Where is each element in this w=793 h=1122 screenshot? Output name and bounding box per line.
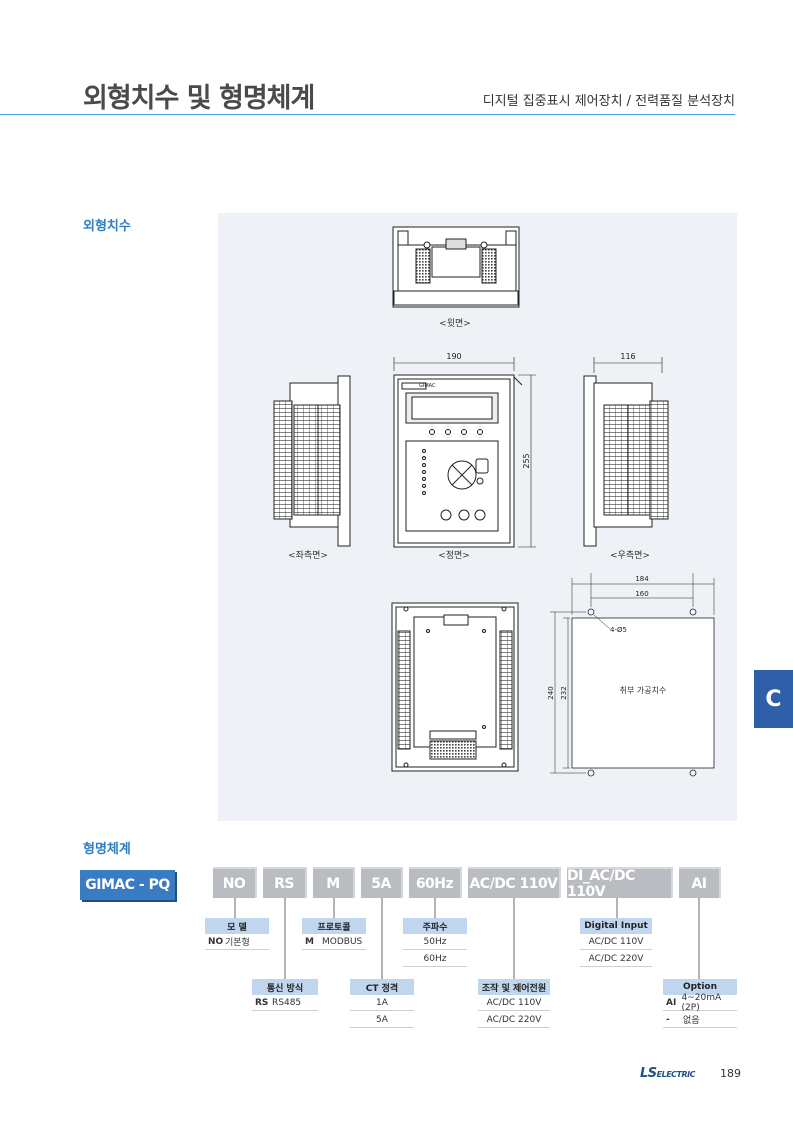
front-height-dim: 255	[522, 453, 531, 468]
legend-comm-head: 통신 방식	[252, 979, 318, 995]
rear-view	[391, 602, 519, 772]
top-view-label: <윗면>	[439, 318, 471, 329]
chapter-tab: C	[754, 670, 793, 728]
page-subtitle: 디지털 집중표시 제어장치 / 전력품질 분석장치	[482, 94, 735, 109]
legend-ct-head: CT 정격	[350, 979, 414, 995]
right-side-view	[583, 375, 669, 547]
device-brand-text: GIMAC	[419, 383, 436, 389]
code-box-digital-input: DI_AC/DC 110V	[567, 867, 673, 900]
title-divider	[0, 114, 735, 115]
legend-frequency-head: 주파수	[403, 918, 467, 934]
legend-model-head: 모 델	[205, 918, 269, 934]
left-view-label: <좌측면>	[288, 550, 328, 561]
legend-digital-input-head: Digital Input	[580, 918, 652, 934]
front-dimension-lines	[393, 357, 536, 548]
legend-ct-row: 5A	[350, 1012, 414, 1028]
legend-option-head: Option	[663, 979, 737, 995]
code-box-protocol: M	[313, 867, 355, 898]
code-box-option: AI	[679, 867, 721, 898]
dimension-drawing: <윗면> <좌측면>	[273, 226, 715, 777]
top-view	[392, 226, 520, 308]
legend-digital-input-row: AC/DC 110V	[580, 934, 652, 950]
front-width-dim: 190	[446, 352, 461, 361]
legend-ct-row: 1A	[350, 995, 414, 1011]
right-view-label: <우측면>	[610, 550, 650, 561]
legend-power-row: AC/DC 220V	[478, 1012, 550, 1028]
cutout-label: 취부 가공치수	[620, 686, 667, 695]
front-view	[393, 374, 523, 548]
dimension-drawing-panel: <윗면> <좌측면>	[218, 213, 737, 821]
front-view-label: <정면>	[438, 550, 470, 561]
hole-spec-label: 4-Ø5	[610, 626, 627, 634]
code-box-power: AC/DC 110V	[468, 867, 561, 898]
panel-cutout-view	[550, 573, 715, 777]
right-dimension-lines	[593, 357, 663, 373]
legend-protocol-head: 프로토콜	[302, 918, 366, 934]
legend-option-row: -없음	[663, 1012, 737, 1028]
page-title: 외형치수 및 형명체계	[83, 83, 315, 114]
cutout-outer-height-dim: 240	[547, 686, 555, 699]
legend-power-row: AC/DC 110V	[478, 995, 550, 1011]
legend-power-head: 조작 및 제어전원	[478, 979, 550, 995]
code-box-frequency: 60Hz	[409, 867, 462, 898]
code-box-comm: RS	[263, 867, 307, 898]
cutout-inner-width-dim: 160	[635, 590, 648, 598]
left-side-view	[273, 375, 351, 547]
code-box-model: NO	[213, 867, 257, 898]
legend-frequency-row: 50Hz	[403, 934, 467, 950]
section-model-label: 형명체계	[83, 842, 131, 857]
code-box-ct: 5A	[361, 867, 403, 898]
model-name-box: GIMAC - PQ	[80, 870, 175, 900]
legend-digital-input-row: AC/DC 220V	[580, 951, 652, 967]
cutout-outer-width-dim: 184	[635, 575, 649, 583]
section-dimensions-label: 외형치수	[83, 219, 131, 234]
ls-electric-logo: LSELECTRIC	[640, 1066, 696, 1081]
cutout-inner-height-dim: 232	[560, 686, 568, 699]
page-number: 189	[720, 1067, 741, 1080]
side-depth-dim: 116	[620, 352, 635, 361]
legend-frequency-row: 60Hz	[403, 951, 467, 967]
